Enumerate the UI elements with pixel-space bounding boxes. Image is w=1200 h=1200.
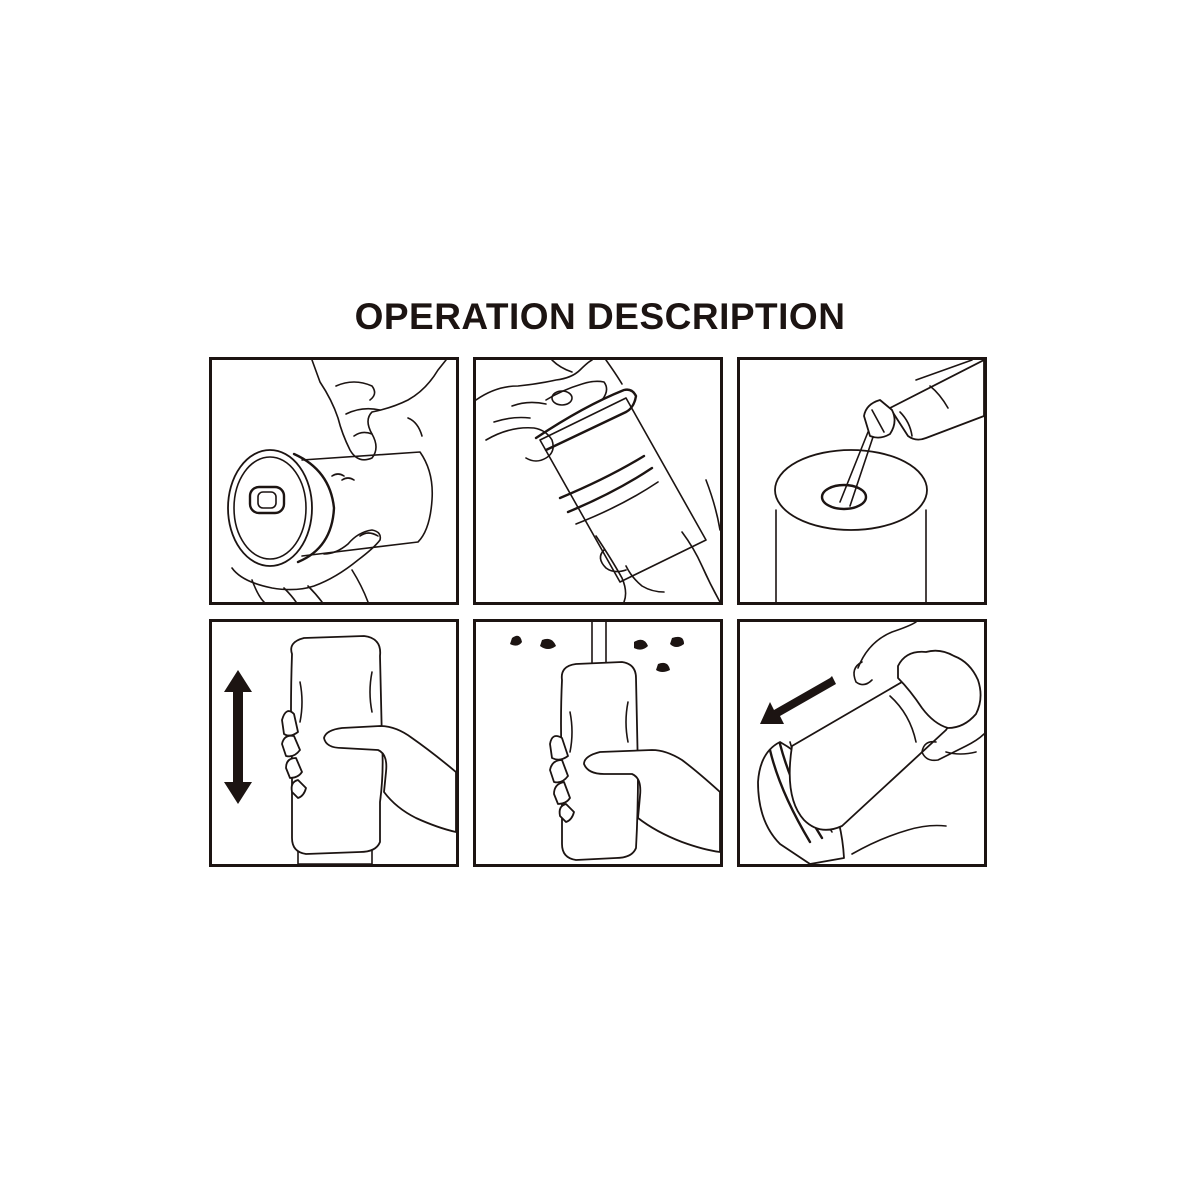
step-panel-5 — [473, 619, 723, 867]
rinse-water-icon — [510, 622, 720, 861]
stroke-up-down-icon — [224, 635, 456, 864]
step-panel-6 — [737, 619, 987, 867]
reinsert-sleeve-icon — [757, 622, 984, 864]
pull-out-sleeve-icon — [476, 360, 720, 602]
apply-lubricant-icon — [774, 360, 984, 602]
remove-cap-icon — [227, 360, 447, 602]
page-title: OPERATION DESCRIPTION — [354, 296, 846, 337]
step-panel-1 — [209, 357, 459, 605]
step-panel-2 — [473, 357, 723, 605]
step-panel-3 — [737, 357, 987, 605]
step-panel-4 — [209, 619, 459, 867]
